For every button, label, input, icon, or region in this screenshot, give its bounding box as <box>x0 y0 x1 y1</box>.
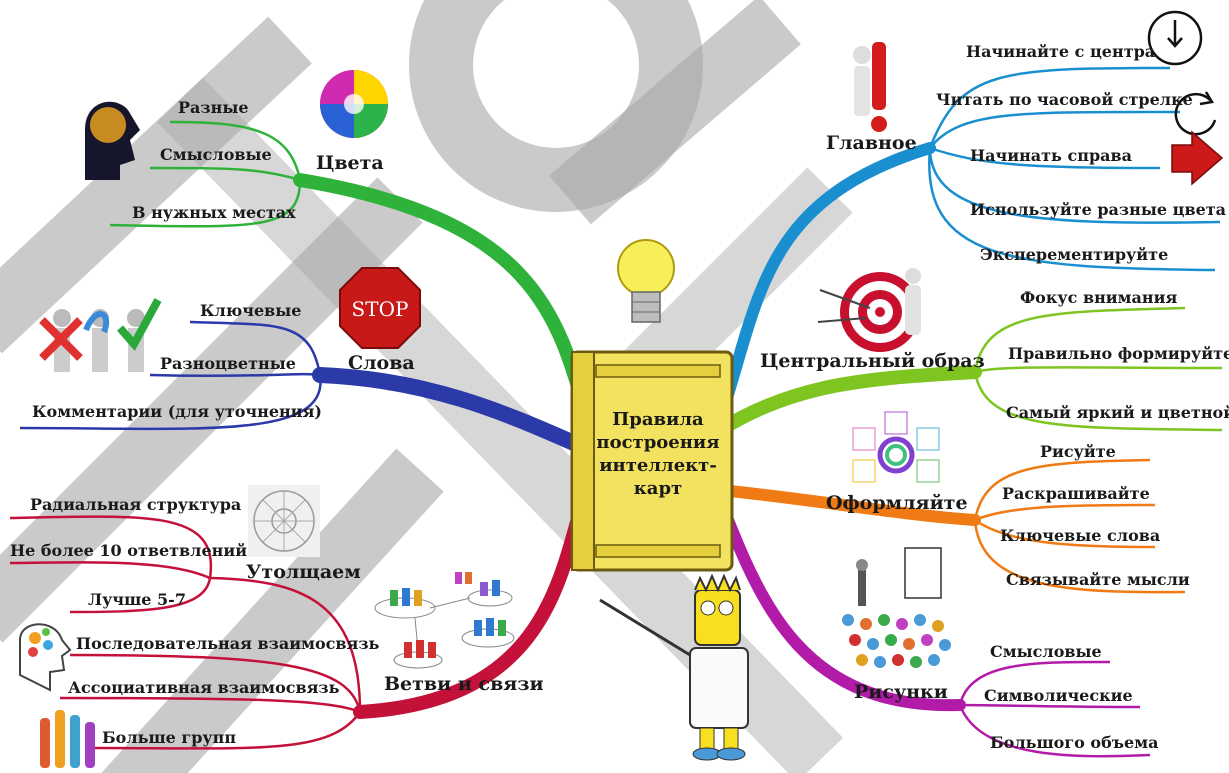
design-item-2: Раскрашивайте <box>1002 484 1150 503</box>
target-icon <box>817 268 921 352</box>
arrow-right-icon <box>1171 130 1224 186</box>
exclamation-figure-icon <box>853 42 887 132</box>
central-title-line-4: карт <box>633 478 683 499</box>
central-title-line-2: построения <box>596 432 720 453</box>
main-item-2: Читать по часовой стрелке <box>936 90 1193 109</box>
colors-item-1: Разные <box>178 98 249 117</box>
pictures-item-3: Большого объема <box>990 733 1159 752</box>
links-item-3: Больше групп <box>102 728 237 747</box>
colorful-puzzle-icon <box>852 411 940 483</box>
design-item-4: Связывайте мысли <box>1006 570 1190 589</box>
hands-icon <box>40 710 95 768</box>
gears-head-icon <box>19 623 72 692</box>
thicken-item-2: Не более 10 ответвлений <box>10 541 248 560</box>
branch-label-thicken: Утолщаем <box>246 561 361 583</box>
branch-label-image: Центральный образ <box>760 350 985 372</box>
branch-words <box>312 367 598 458</box>
light-bulb-icon <box>617 239 675 323</box>
design-item-1: Рисуйте <box>1040 442 1116 461</box>
pictures-item-1: Смысловые <box>990 642 1102 661</box>
links-item-2: Ассоциативная взаимосвязь <box>68 678 340 697</box>
pictures-item-2: Символические <box>984 686 1133 705</box>
design-item-3: Ключевые слова <box>1000 526 1161 545</box>
branch-pictures <box>714 494 966 712</box>
thicken-item-1: Радиальная структура <box>30 495 242 514</box>
branch-label-design: Оформляйте <box>826 492 968 514</box>
radial-diagram-icon <box>248 485 320 557</box>
branch-design <box>714 484 981 526</box>
sub-branches <box>9 66 1223 758</box>
links-item-1: Последовательная взаимосвязь <box>76 634 380 653</box>
words-item-3: Комментарии (для уточнения) <box>32 402 322 421</box>
clock-icon <box>1147 10 1203 66</box>
brain-head-icon <box>85 101 140 180</box>
stop-sign-icon: STOP <box>339 267 421 349</box>
main-item-1: Начинайте с центра <box>966 42 1156 61</box>
main-item-5: Эксперементируйте <box>980 245 1169 264</box>
branch-label-colors: Цвета <box>316 152 384 174</box>
main-item-4: Используйте разные цвета <box>970 200 1227 219</box>
rotate-icon <box>1174 91 1217 136</box>
main-branches <box>293 142 982 719</box>
words-item-1: Ключевые <box>200 301 302 320</box>
checkmark-figures-icon <box>39 298 162 372</box>
thicken-item-3: Лучше 5-7 <box>88 590 186 609</box>
branch-main <box>714 142 936 426</box>
central-title: Правила построения интеллект- карт <box>596 408 720 500</box>
branch-label-links: Ветви и связи <box>384 673 544 695</box>
audience-icon <box>842 547 951 668</box>
central-title-line-1: Правила <box>612 409 704 430</box>
colors-item-3: В нужных местах <box>132 203 296 222</box>
people-network-icon <box>374 572 515 669</box>
teacher-icon <box>599 573 749 761</box>
branch-label-words: Слова <box>348 352 415 374</box>
main-item-3: Начинать справа <box>970 146 1132 165</box>
central-book <box>570 350 734 572</box>
image-item-3: Самый яркий и цветной <box>1006 403 1229 422</box>
image-item-1: Фокус внимания <box>1020 288 1178 307</box>
image-item-2: Правильно формируйте <box>1008 344 1229 363</box>
branch-label-pictures: Рисунки <box>854 681 948 703</box>
central-title-line-3: интеллект- <box>599 455 717 476</box>
branch-label-main: Главное <box>826 132 917 154</box>
stop-sign-text: STOP <box>352 297 409 321</box>
color-wheel-icon <box>320 70 388 138</box>
words-item-2: Разноцветные <box>160 354 296 373</box>
branch-image <box>713 365 982 437</box>
colors-item-2: Смысловые <box>160 145 272 164</box>
